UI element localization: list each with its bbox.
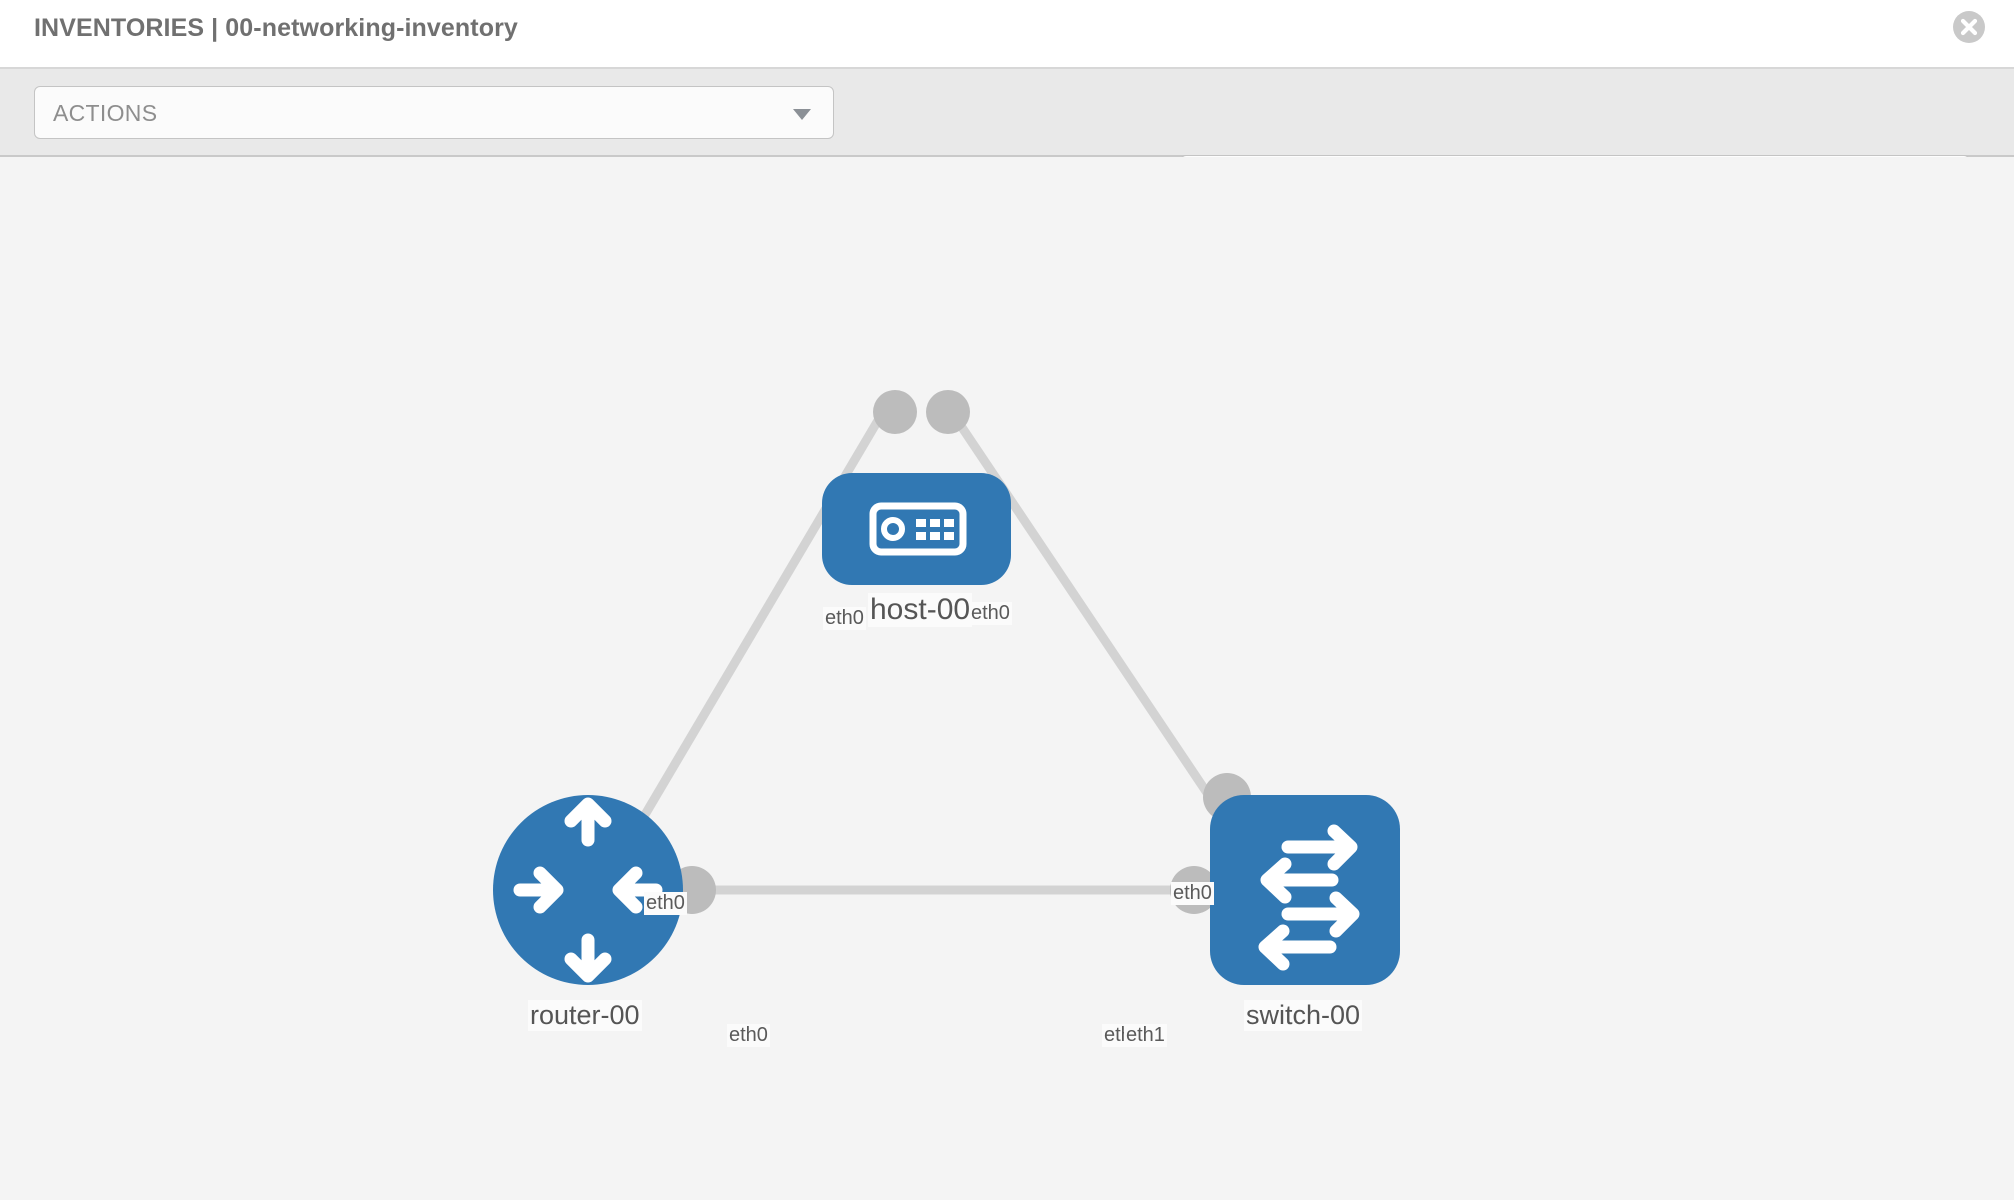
interface-label: eth0 xyxy=(969,602,1012,625)
topology-canvas[interactable]: host-00 router-00 switch-00 eth0 eth0 et… xyxy=(0,157,2014,1200)
interface-label: eth0 xyxy=(727,1024,770,1047)
actions-dropdown[interactable]: ACTIONS xyxy=(34,86,834,139)
interface-handle xyxy=(926,390,970,434)
page-header: INVENTORIES | 00-networking-inventory xyxy=(0,0,2014,69)
page-title: INVENTORIES | 00-networking-inventory xyxy=(34,14,518,42)
toolbar: ACTIONS SEARCH xyxy=(0,69,2014,208)
interface-label: eth0 xyxy=(644,892,687,915)
node-label-host: host-00 xyxy=(868,593,973,627)
interface-handle xyxy=(873,390,917,434)
interface-label: eth1 xyxy=(1124,1024,1167,1047)
interface-label: eth0 xyxy=(1171,882,1214,905)
node-switch-00[interactable] xyxy=(1210,795,1400,985)
close-icon[interactable] xyxy=(1952,10,1986,44)
topology-graph xyxy=(493,390,1400,985)
node-label-switch: switch-00 xyxy=(1244,1000,1363,1031)
node-label-router: router-00 xyxy=(528,1000,642,1031)
actions-dropdown-label: ACTIONS xyxy=(53,100,158,126)
chevron-down-icon xyxy=(793,109,811,120)
node-router-00[interactable] xyxy=(493,795,683,985)
interface-label: eth0 xyxy=(823,607,866,630)
node-host-00[interactable] xyxy=(822,473,1011,585)
